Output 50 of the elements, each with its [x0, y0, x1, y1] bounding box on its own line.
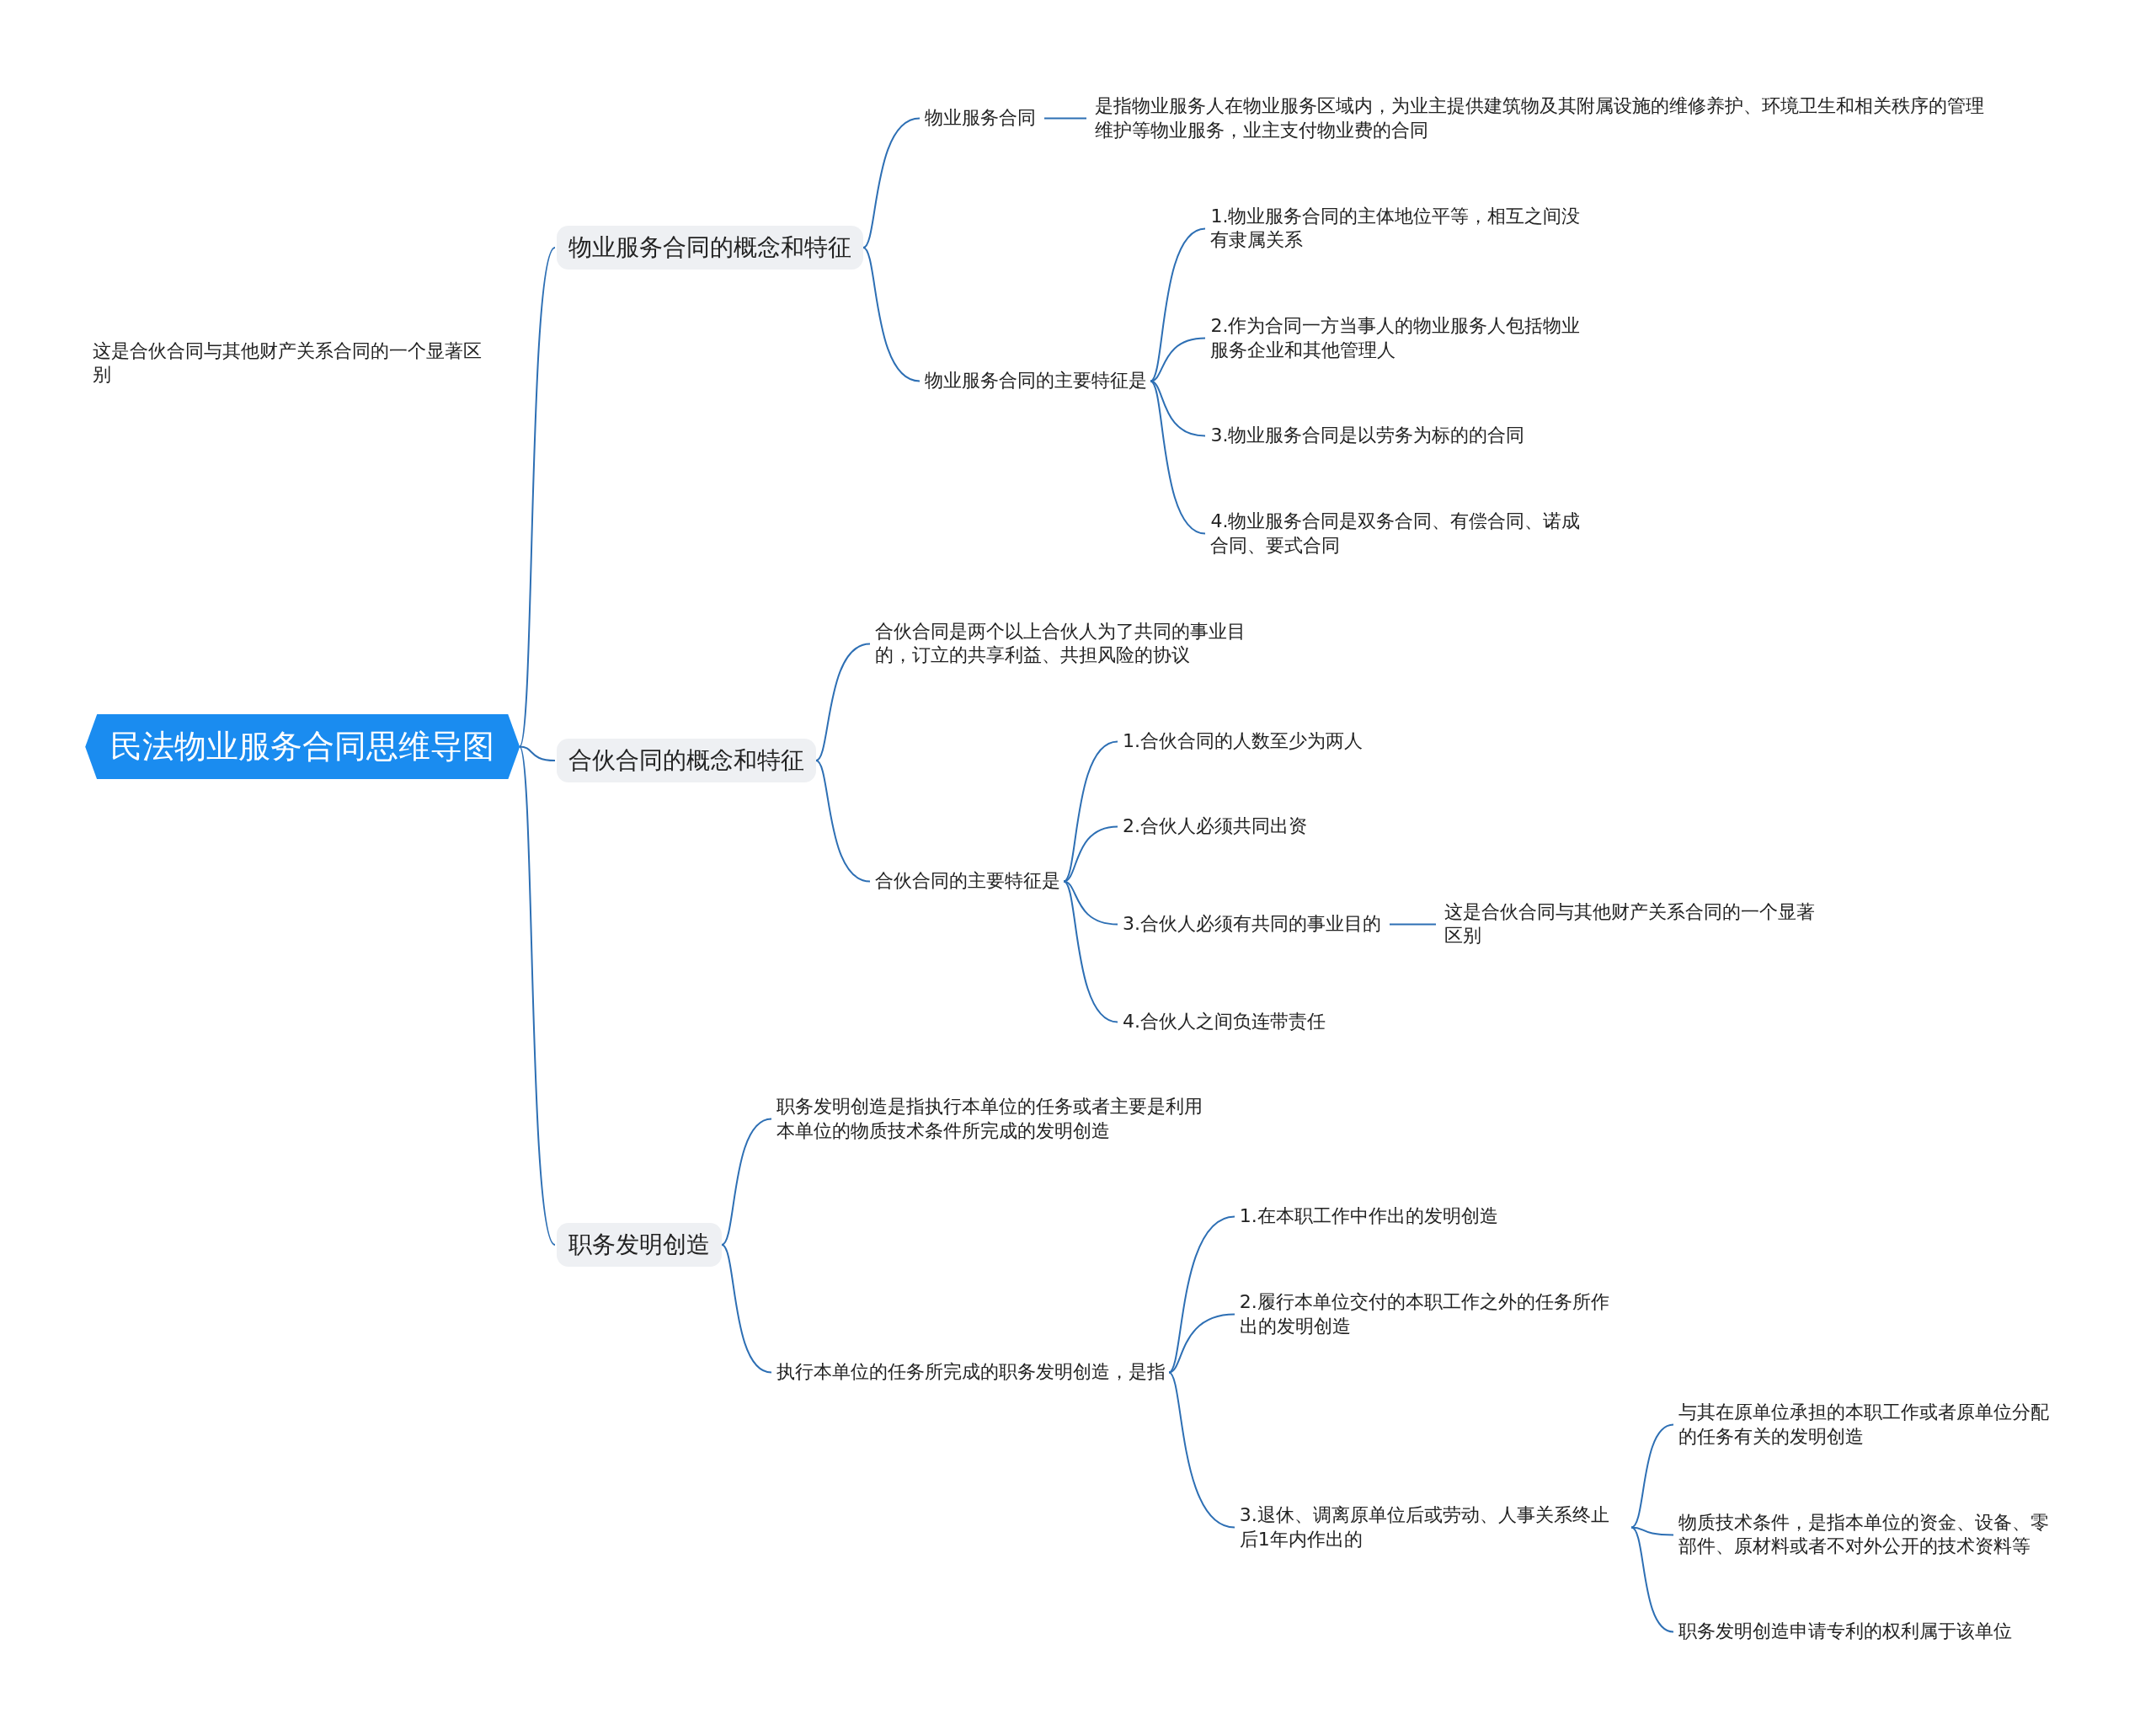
connector-line [519, 745, 556, 1246]
topic-text: 3.退休、调离原单位后或劳动、人事关系终止后1年内作出的 [1235, 1502, 1631, 1554]
connector-line [1150, 380, 1206, 535]
connector-line [862, 117, 921, 248]
topic-text: 1.在本职工作中作出的发明创造 [1235, 1203, 1502, 1231]
topic-text: 1.物业服务合同的主体地位平等，相互之间没有隶属关系 [1207, 202, 1603, 254]
topic-text: 物质技术条件，是指本单位的资金、设备、零部件、原材料或者不对外公开的技术资料等 [1674, 1508, 2070, 1561]
connector-line [1630, 1423, 1674, 1529]
connector-line [519, 745, 556, 761]
topic-text: 合伙合同的主要特征是 [872, 868, 1065, 895]
topic-text: 执行本单位的任务所完成的职务发明创造，是指 [772, 1358, 1169, 1386]
topic-text: 这是合伙合同与其他财产关系合同的一个显著区别 [1441, 898, 1836, 950]
note-text: 这是合伙合同与其他财产关系合同的一个显著区别 [92, 339, 483, 387]
topic-text: 与其在原单位承担的本职工作或者原单位分配的任务有关的发明创造 [1674, 1398, 2070, 1451]
connector-line [1150, 380, 1206, 437]
connector-line [1063, 740, 1118, 883]
topic-text: 4.物业服务合同是双务合同、有偿合同、诺成合同、要式合同 [1207, 507, 1603, 560]
topic-text: 1.合伙合同的人数至少为两人 [1118, 727, 1366, 755]
topic-text: 是指物业服务人在物业服务区域内，为业主提供建筑物及其附属设施的维修养护、环境卫生和相关秩序的管理维护等物业服务，业主支付物业费的合同 [1091, 92, 1995, 145]
connector-line [1389, 923, 1437, 926]
connector-line [1150, 337, 1206, 382]
topic-text: 物业服务合同的主要特征是 [921, 366, 1150, 395]
connector-line [1063, 880, 1118, 1023]
topic-text: 职务发明创造申请专利的权利属于该单位 [1674, 1618, 2015, 1647]
topic-text: 3.物业服务合同是以劳务为标的的合同 [1207, 422, 1529, 450]
topic-box: 物业服务合同的概念和特征 [557, 225, 864, 270]
connector-line [1043, 117, 1087, 120]
connector-line [721, 1244, 772, 1374]
connector-line [721, 1118, 772, 1246]
connector-line [519, 247, 556, 748]
topic-text: 2.合伙人必须共同出资 [1118, 812, 1310, 841]
connector-line [1150, 227, 1206, 382]
connector-line [1168, 1313, 1235, 1374]
topic-text: 2.作为合同一方当事人的物业服务人包括物业服务企业和其他管理人 [1207, 312, 1603, 365]
connector-line [1063, 825, 1118, 883]
topic-text: 2.履行本单位交付的本职工作之外的任务所作出的发明创造 [1235, 1289, 1631, 1341]
connector-line [1168, 1371, 1235, 1529]
central-topic: 民法物业服务合同思维导图 [85, 714, 520, 780]
connector-line [862, 247, 921, 382]
topic-text: 4.合伙人之间负连带责任 [1118, 1007, 1329, 1036]
connector-line [815, 643, 871, 761]
topic-text: 职务发明创造是指执行本单位的任务或者主要是利用本单位的物质技术条件所完成的发明创造 [772, 1093, 1223, 1145]
topic-box: 职务发明创造 [557, 1222, 723, 1267]
connector-line [815, 760, 871, 883]
topic-text: 合伙合同是两个以上合伙人为了共同的事业目的，订立的共享利益、共担风险的协议 [872, 617, 1267, 670]
connector-line [1168, 1215, 1235, 1374]
topic-text: 物业服务合同 [921, 104, 1039, 132]
topic-box: 合伙合同的概念和特征 [557, 738, 817, 783]
topic-text: 3.合伙人必须有共同的事业目的 [1118, 910, 1385, 938]
connector-line [1630, 1526, 1674, 1633]
